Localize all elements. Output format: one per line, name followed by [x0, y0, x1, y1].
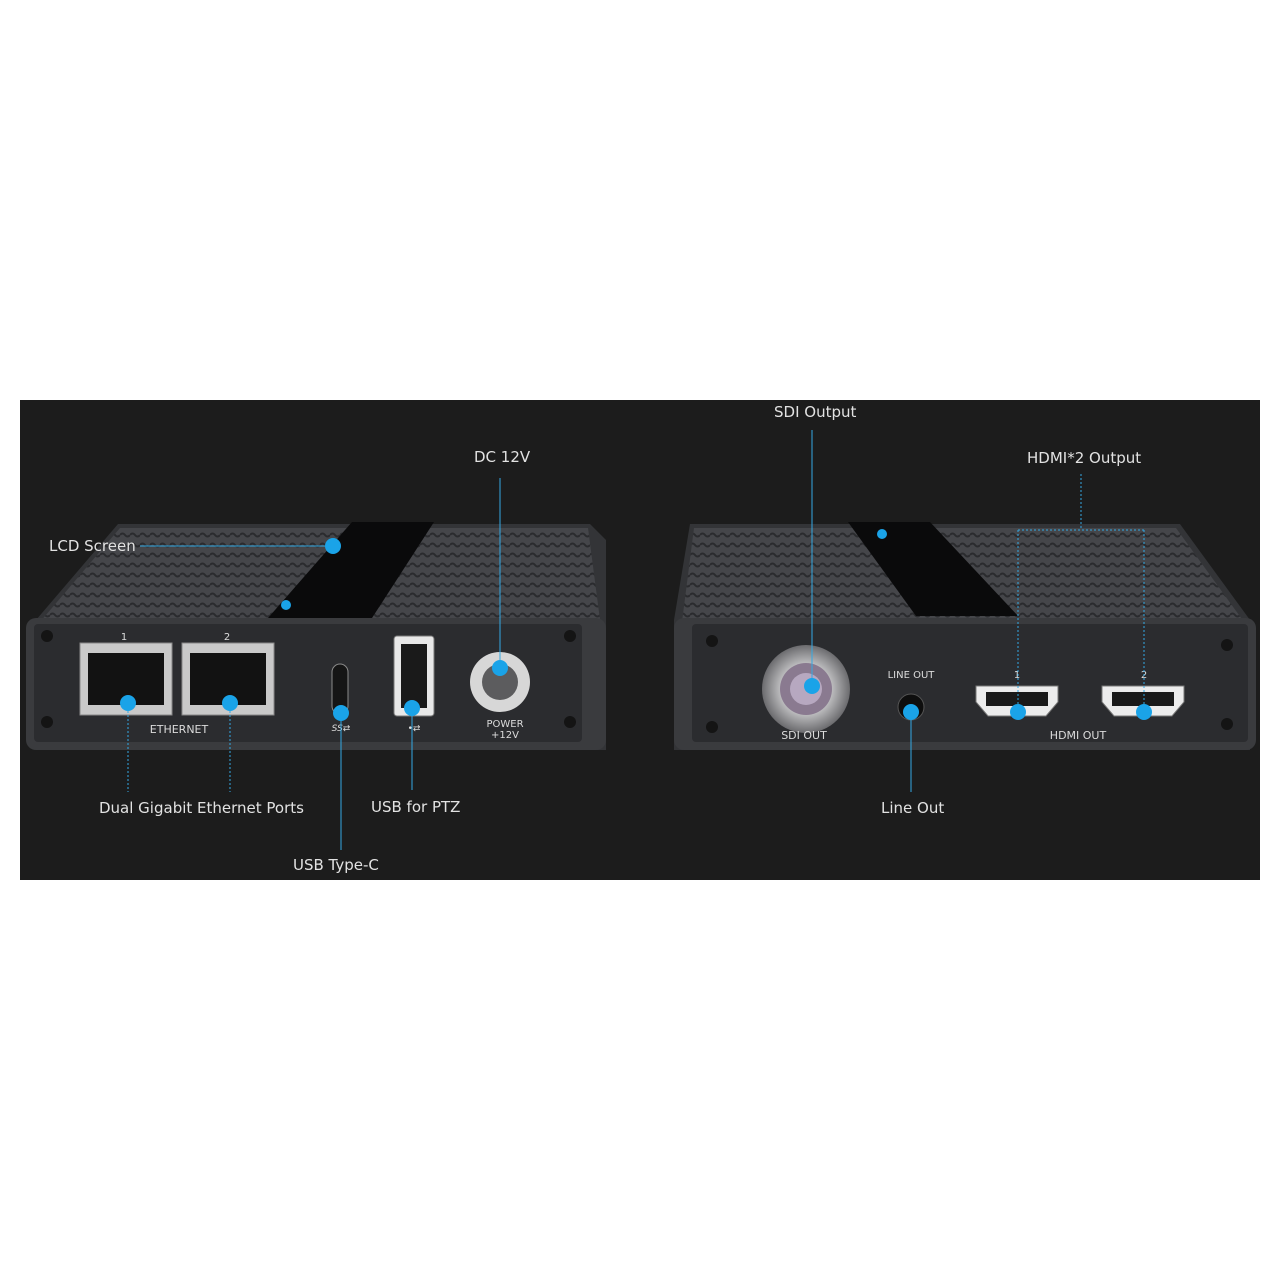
power-label: POWER	[486, 719, 523, 730]
ethernet-label: ETHERNET	[150, 723, 209, 736]
screw-icon	[706, 635, 1233, 733]
lcd-screen-dot	[325, 538, 341, 554]
hdmi-port-1-number: 1	[1014, 670, 1020, 681]
dc-12v-callout: DC 12V	[474, 448, 531, 466]
left-device	[26, 522, 606, 750]
power-voltage-label: +12V	[491, 730, 519, 741]
right-lcd-strip	[848, 522, 1018, 616]
ethernet-port-1-number: 1	[121, 632, 127, 643]
usb-type-c-callout: USB Type-C	[293, 856, 379, 874]
line-out-callout: Line Out	[881, 799, 945, 817]
right-device	[674, 522, 1256, 750]
ethernet-port-2-number: 2	[224, 632, 230, 643]
left-lcd-strip	[268, 522, 434, 618]
right-logo-icon	[877, 529, 887, 539]
line-out-dot	[903, 704, 919, 720]
callout-lines	[127, 430, 1145, 850]
usb-c-dot	[333, 705, 349, 721]
usb-ptz-callout: USB for PTZ	[371, 798, 461, 816]
hdmi-out-label: HDMI OUT	[1050, 729, 1107, 742]
sdi-dot	[804, 678, 820, 694]
callout-dots	[120, 538, 1152, 721]
dc-12v-dot	[492, 660, 508, 676]
screw-icon	[41, 630, 576, 728]
lcd-screen-callout: LCD Screen	[49, 537, 136, 555]
left-logo-icon	[281, 600, 291, 610]
hdmi-2-dot	[1136, 704, 1152, 720]
hdmi2-output-callout: HDMI*2 Output	[1027, 449, 1142, 467]
line-out-label: LINE OUT	[888, 670, 936, 681]
dual-ethernet-callout: Dual Gigabit Ethernet Ports	[99, 799, 304, 817]
usb-logo-icon: •⇄	[408, 724, 421, 734]
usb-ptz-dot	[404, 700, 420, 716]
ethernet-1-dot	[120, 695, 136, 711]
sdi-output-callout: SDI Output	[774, 403, 857, 421]
sdi-out-label: SDI OUT	[781, 729, 827, 742]
hdmi-1-dot	[1010, 704, 1026, 720]
ethernet-2-dot	[222, 695, 238, 711]
